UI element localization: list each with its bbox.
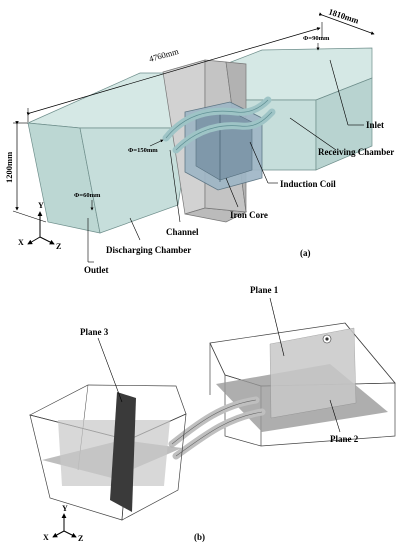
axis-z-label-b: Z <box>78 534 83 543</box>
label-discharging-chamber: Discharging Chamber <box>106 245 191 255</box>
axis-y-label-b: Y <box>62 504 68 513</box>
label-channel: Channel <box>166 227 199 237</box>
axis-x-label-b: X <box>43 533 49 542</box>
label-plane-3: Plane 3 <box>80 327 109 337</box>
phi-outlet-label: Φ=60mm <box>74 192 101 199</box>
channel-b <box>168 396 266 460</box>
label-plane-1: Plane 1 <box>250 285 279 295</box>
dimension-width: 1810mm <box>318 6 375 35</box>
axis-y-label: Y <box>38 201 44 210</box>
label-inlet: Inlet <box>366 120 384 130</box>
plane-1 <box>269 327 357 419</box>
label-outlet: Outlet <box>84 265 109 275</box>
label-induction-coil: Induction Coil <box>280 179 336 189</box>
caption-b: (b) <box>194 532 205 542</box>
caption-a: (a) <box>300 248 311 258</box>
inlet-marker <box>322 334 332 344</box>
dim-height-label: 1200mm <box>4 152 14 183</box>
axis-triad-a: Y X Z <box>18 201 61 251</box>
phi-channel-label: Φ=150mm <box>128 147 158 154</box>
discharging-chamber <box>26 72 191 234</box>
label-iron-core: Iron Core <box>230 210 268 220</box>
label-plane-2: Plane 2 <box>330 434 359 444</box>
label-receiving-chamber: Receiving Chamber <box>318 147 394 157</box>
axis-triad-b: Y X Z <box>43 504 83 543</box>
axis-z-label: Z <box>56 242 61 251</box>
panel-a: 4760mm 1810mm 1200mm Φ=90mm Φ=150mm Φ=60… <box>4 6 394 275</box>
phi-inlet-label: Φ=90mm <box>303 35 330 42</box>
axis-x-label: X <box>18 238 24 247</box>
panel-b: Plane 1 Plane 2 Plane 3 Y X Z (b) <box>29 285 396 543</box>
dim-length-label: 4760mm <box>148 46 180 64</box>
plane-3 <box>110 392 136 512</box>
